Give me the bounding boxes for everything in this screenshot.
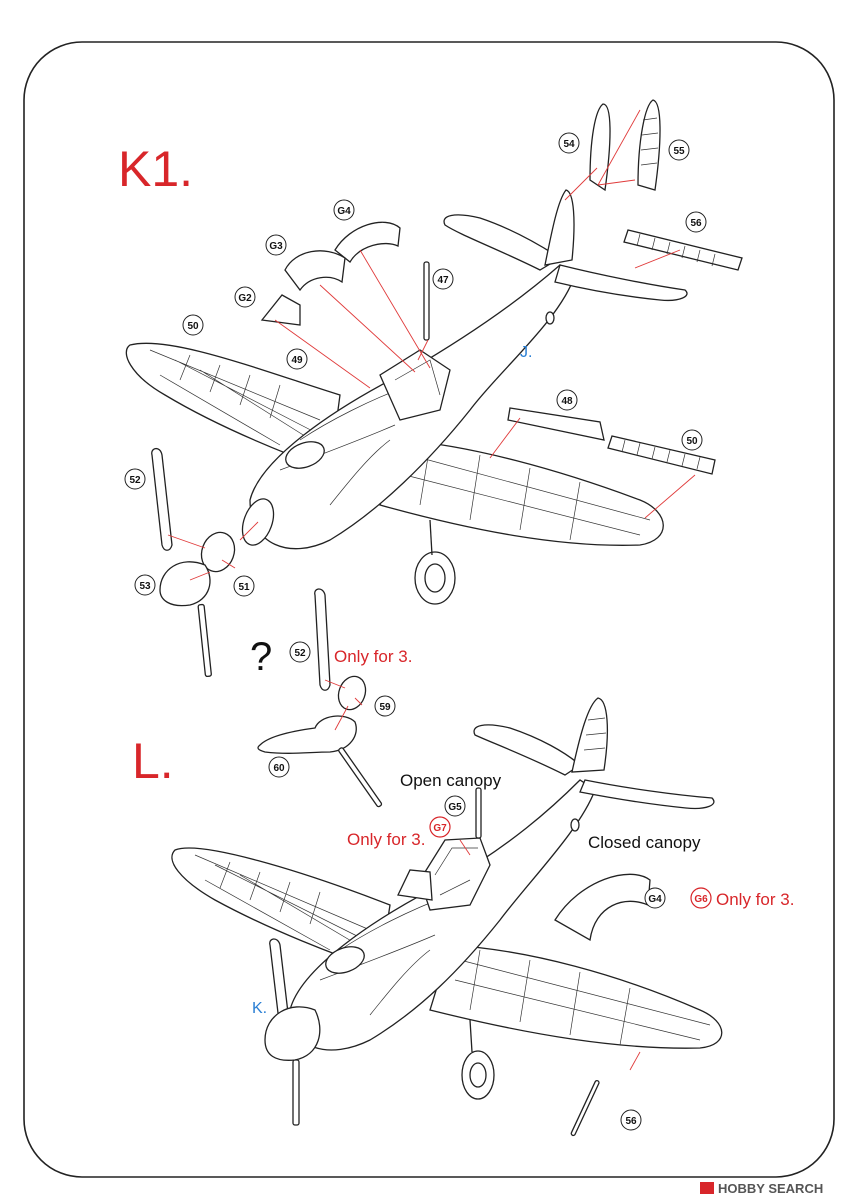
only-for-3-note-canopy: Only for 3. bbox=[347, 830, 425, 849]
part-number-56-pitot: 56 bbox=[625, 1116, 637, 1127]
part-number-51: 51 bbox=[238, 582, 250, 593]
alt-propeller-parts bbox=[257, 588, 383, 808]
part-number-59: 59 bbox=[379, 702, 391, 713]
watermark-logo-mark bbox=[700, 1182, 714, 1194]
l-aircraft-drawing bbox=[171, 697, 723, 1126]
part-number-47: 47 bbox=[437, 275, 449, 286]
part-number-55: 55 bbox=[673, 146, 685, 157]
part-number-53: 53 bbox=[139, 581, 151, 592]
part-number-54: 54 bbox=[563, 139, 575, 150]
only-for-3-note-propeller: Only for 3. bbox=[334, 647, 412, 666]
reference-j: J. bbox=[520, 344, 532, 361]
k1-aircraft-drawing bbox=[125, 189, 688, 605]
only-for-3-note-g6: Only for 3. bbox=[716, 890, 794, 909]
step-l-label: L. bbox=[132, 733, 174, 789]
k1-leader-lines bbox=[167, 109, 696, 581]
part-number-g2: G2 bbox=[238, 293, 252, 304]
part-number-52: 52 bbox=[129, 475, 141, 486]
part-number-48: 48 bbox=[561, 396, 573, 407]
part-number-60: 60 bbox=[273, 763, 285, 774]
watermark: HOBBY SEARCH bbox=[718, 1181, 823, 1196]
part-number-g6: G6 bbox=[694, 894, 708, 905]
pitot-part bbox=[570, 1080, 600, 1137]
part-number-49: 49 bbox=[291, 355, 303, 366]
step-k1-label: K1. bbox=[118, 141, 193, 197]
part-number-g4-closed: G4 bbox=[648, 894, 662, 905]
reference-k: K. bbox=[252, 1000, 267, 1017]
part-number-g5: G5 bbox=[448, 802, 462, 813]
question-mark: ? bbox=[250, 635, 272, 679]
part-number-g3: G3 bbox=[269, 241, 283, 252]
page-frame bbox=[23, 41, 835, 1178]
part-number-52-alt: 52 bbox=[294, 648, 306, 659]
closed-canopy-label: Closed canopy bbox=[588, 833, 701, 852]
part-number-50: 50 bbox=[187, 321, 199, 332]
open-canopy-label: Open canopy bbox=[400, 771, 502, 790]
l-leader-lines bbox=[459, 839, 641, 1071]
part-number-56: 56 bbox=[690, 218, 702, 229]
k1-parts bbox=[151, 99, 743, 678]
k1-part-numbers: 54 55 56 G4 G3 G2 47 50 49 48 50 52 53 5… bbox=[124, 132, 707, 597]
part-number-g4: G4 bbox=[337, 206, 351, 217]
part-number-50-aileron: 50 bbox=[686, 436, 698, 447]
part-number-g7: G7 bbox=[433, 823, 447, 834]
closed-canopy-part bbox=[554, 873, 651, 942]
